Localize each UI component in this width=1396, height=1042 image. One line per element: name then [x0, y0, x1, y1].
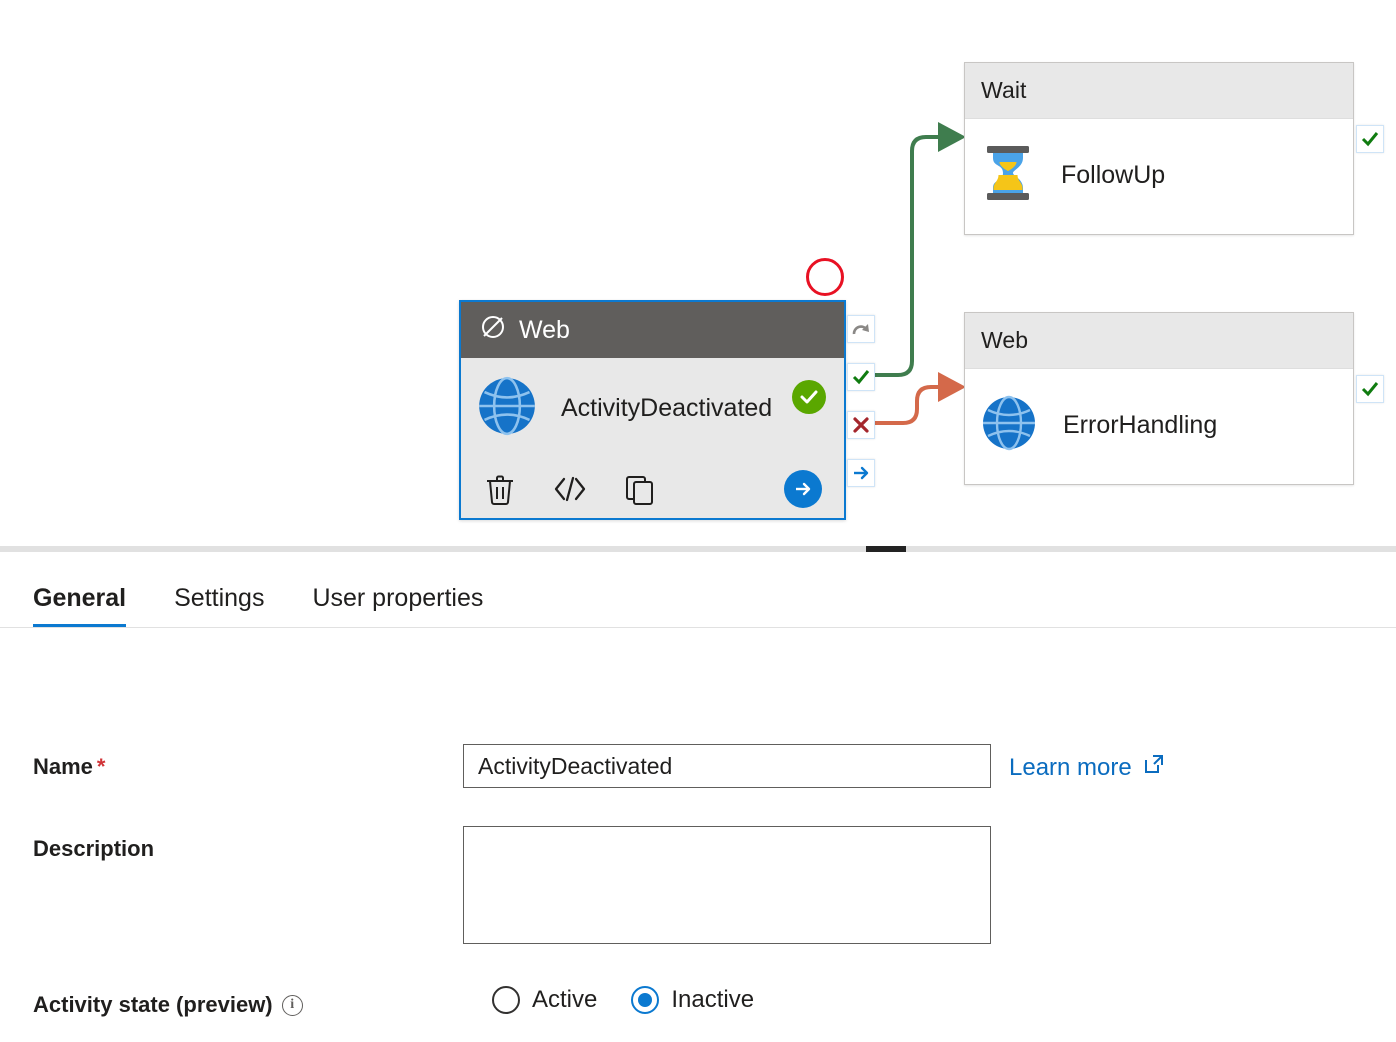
node-activity-name: FollowUp	[1061, 160, 1166, 189]
panel-splitter[interactable]	[0, 546, 1396, 552]
node-type-label: Web	[965, 313, 1353, 369]
node-body: ErrorHandling	[965, 369, 1353, 481]
field-row-activity-state: Activity state (preview)i Active Inactiv…	[0, 982, 1396, 1018]
activity-state-label: Activity state (preview)i	[33, 982, 463, 1018]
node-body: ActivityDeactivated	[461, 358, 844, 458]
globe-icon	[981, 395, 1037, 456]
info-icon[interactable]: i	[281, 994, 303, 1016]
trash-icon[interactable]	[483, 472, 517, 506]
handle-on-skip[interactable]	[847, 315, 875, 343]
field-row-description: Description	[0, 826, 1396, 944]
properties-panel: General Settings User properties Name* L…	[0, 552, 1396, 1042]
success-edge-arrow	[938, 122, 966, 152]
handle-on-failure[interactable]	[847, 411, 875, 439]
general-form: Name* Learn more Description	[0, 628, 1396, 1042]
activity-node-activitydeactivated[interactable]: Web ActivityDeactivated	[459, 300, 875, 520]
required-asterisk: *	[96, 754, 106, 779]
description-textarea[interactable]	[463, 826, 991, 944]
panel-splitter-grip[interactable]	[866, 546, 906, 552]
activity-state-radio-group: Active Inactive	[492, 982, 754, 1014]
red-circle-annotation	[806, 258, 844, 296]
edge-layer	[875, 122, 966, 425]
arrow-right-circle-icon[interactable]	[784, 470, 822, 508]
pipeline-canvas[interactable]: Wait FollowUp	[0, 0, 1396, 546]
green-check-icon	[1361, 132, 1379, 147]
green-check-icon	[852, 370, 870, 385]
node-type-label: Wait	[965, 63, 1353, 119]
hourglass-icon	[981, 144, 1035, 207]
radio-label-inactive: Inactive	[671, 986, 755, 1013]
blue-arrow-icon	[854, 466, 869, 480]
name-input[interactable]	[463, 744, 991, 788]
tab-settings[interactable]: Settings	[174, 584, 265, 612]
failure-edge-arrow	[938, 372, 966, 402]
handle-on-completion[interactable]	[847, 459, 875, 487]
node-header: Web	[461, 302, 844, 358]
node-activity-name: ActivityDeactivated	[561, 393, 773, 422]
copy-icon[interactable]	[623, 472, 657, 506]
activity-node-followup[interactable]: Wait FollowUp	[964, 62, 1384, 235]
radio-dot-active	[492, 986, 520, 1014]
node-type-label: Web	[519, 315, 570, 344]
handle-on-success[interactable]	[847, 363, 875, 391]
node-status-badge-followup	[1356, 125, 1384, 153]
learn-more-label: Learn more	[1009, 753, 1132, 781]
skip-arrow-icon	[852, 324, 869, 335]
failure-edge-path	[875, 385, 938, 425]
name-label: Name*	[33, 754, 106, 779]
panel-tabs: General Settings User properties	[0, 552, 1396, 628]
globe-icon	[477, 376, 537, 441]
radio-dot-inactive	[631, 986, 660, 1014]
node-toolbar	[461, 458, 844, 520]
node-body: FollowUp	[965, 119, 1353, 231]
node-status-badge-errorhandling	[1356, 375, 1384, 403]
green-check-icon	[1361, 382, 1379, 397]
success-edge-path	[875, 135, 938, 377]
success-check-icon	[792, 380, 826, 414]
tab-user-properties[interactable]: User properties	[312, 584, 484, 612]
radio-inactive[interactable]: Inactive	[631, 986, 754, 1014]
code-brackets-icon[interactable]	[553, 472, 587, 506]
activity-node-errorhandling[interactable]: Web ErrorHandling	[964, 312, 1384, 485]
description-label: Description	[33, 836, 155, 861]
deactivated-slash-circle-icon	[479, 313, 507, 348]
learn-more-link[interactable]: Learn more	[1009, 744, 1166, 783]
tab-general[interactable]: General	[33, 584, 127, 627]
red-x-icon	[853, 417, 869, 433]
radio-label-active: Active	[532, 986, 598, 1013]
field-row-name: Name* Learn more	[0, 744, 1396, 788]
external-link-icon	[1142, 752, 1166, 783]
node-activity-name: ErrorHandling	[1063, 410, 1218, 439]
radio-active[interactable]: Active	[492, 986, 597, 1014]
